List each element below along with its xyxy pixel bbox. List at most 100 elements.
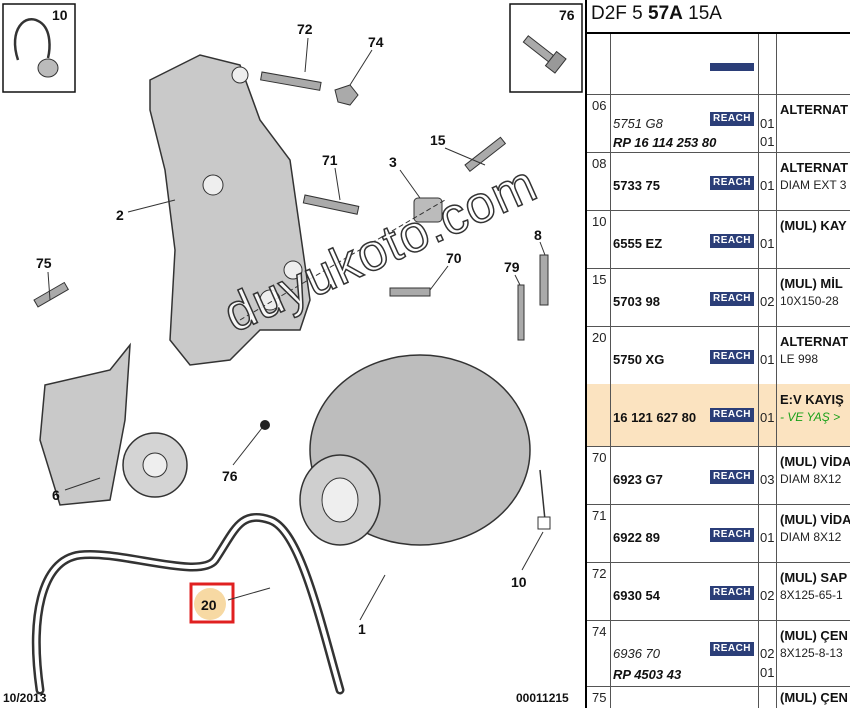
row-desc-2: 10X150-28: [780, 294, 839, 308]
callout-8: 8: [534, 227, 542, 243]
row-alt-qty: 01: [760, 134, 775, 149]
connector-10: [537, 516, 551, 530]
table-row[interactable]: 71 6922 89 REACH 01 (MUL) VİDA DIAM 8X12: [587, 504, 850, 563]
footer-date: 10/2013: [3, 691, 47, 705]
reach-badge: REACH: [710, 176, 754, 190]
table-row[interactable]: 70 6923 G7 REACH 03 (MUL) VİDA DIAM 8X12: [587, 446, 850, 505]
callout-1: 1: [358, 621, 366, 637]
bolt-15: [464, 136, 507, 173]
header-suffix: 15A: [682, 3, 722, 24]
callout-15: 15: [430, 132, 446, 148]
part-79: [517, 284, 525, 341]
row-ref: 6923 G7: [613, 472, 663, 487]
table-row[interactable]: 06 5751 G8 REACH 01 RP 16 114 253 80 01 …: [587, 94, 850, 153]
row-desc: ALTERNAT: [780, 160, 849, 175]
row-desc: (MUL) KAY: [780, 218, 847, 233]
callout-3: 3: [389, 154, 397, 170]
header-rule: [587, 32, 850, 34]
row-ref: 6936 70: [613, 646, 660, 661]
row-pos: 72: [592, 566, 607, 581]
rod-8: [539, 254, 549, 306]
row-desc: (MUL) ÇEN: [780, 628, 848, 643]
callout-10-inset: 10: [52, 7, 68, 23]
row-qty: 01: [760, 236, 775, 251]
callout-20: 20: [201, 597, 217, 613]
row-ref: 6930 54: [613, 588, 660, 603]
table-header: D2F 5 57A 15A: [591, 3, 722, 25]
row-desc: ALTERNAT: [780, 334, 849, 349]
row-desc: (MUL) MİL: [780, 276, 843, 291]
row-desc-2: LE 998: [780, 352, 819, 366]
table-row: [587, 34, 850, 95]
row-desc-2: 8X125-65-1: [780, 588, 843, 602]
row-pos: 15: [592, 272, 607, 287]
reach-badge: REACH: [710, 642, 754, 656]
row-ref: 5750 XG: [613, 352, 665, 367]
row-qty: 02: [760, 294, 775, 309]
row-desc: (MUL) SAP: [780, 570, 848, 585]
row-ref: 5703 98: [613, 294, 660, 309]
row-pos: 70: [592, 450, 607, 465]
bolt-70: [389, 287, 431, 297]
table-row[interactable]: 72 6930 54 REACH 02 (MUL) SAP 8X125-65-1: [587, 562, 850, 621]
table-row[interactable]: 74 6936 70 REACH 02 RP 4503 43 01 (MUL) …: [587, 620, 850, 687]
row-qty: 02: [760, 646, 775, 661]
row-ref: 5733 75: [613, 178, 660, 193]
row-alt-ref: RP 4503 43: [613, 667, 682, 682]
callout-6: 6: [52, 487, 60, 503]
inset-box-76: [509, 3, 583, 93]
row-ref: 6922 89: [613, 530, 660, 545]
row-pos: 08: [592, 156, 607, 171]
row-qty: 02: [760, 588, 775, 603]
row-alt-qty: 01: [760, 665, 775, 680]
callout-75: 75: [36, 255, 52, 271]
row-desc: ALTERNAT: [780, 102, 849, 117]
panel-divider: [585, 0, 587, 708]
reach-badge: REACH: [710, 112, 754, 126]
row-desc: (MUL) VİDA: [780, 454, 850, 469]
table-row-highlighted[interactable]: 16 121 627 80 REACH 01 E:V KAYIŞ - VE YA…: [587, 384, 850, 447]
row-desc: (MUL) VİDA: [780, 512, 850, 527]
callout-71: 71: [322, 152, 338, 168]
callout-70: 70: [446, 250, 462, 266]
footer-code: 00011215: [516, 691, 569, 705]
row-ref: 6555 EZ: [613, 236, 663, 251]
row-qty: 01: [760, 410, 775, 425]
callout-20-bg: [194, 588, 226, 620]
row-qty: 01: [760, 530, 775, 545]
row-pos: 20: [592, 330, 607, 345]
reach-badge: REACH: [710, 528, 754, 542]
reach-badge: REACH: [710, 292, 754, 306]
table-row[interactable]: 20 5750 XG REACH 01 ALTERNAT LE 998: [587, 326, 850, 385]
row-desc-2: - VE YAŞ >: [780, 410, 841, 424]
reach-badge: [710, 63, 754, 71]
row-desc-2: 8X125-8-13: [780, 646, 843, 660]
row-pos: 10: [592, 214, 607, 229]
header-bold: 57A: [648, 3, 683, 24]
reach-badge: REACH: [710, 350, 754, 364]
exploded-diagram: 10 76 20: [2, 3, 583, 705]
table-row[interactable]: 10 6555 EZ REACH 01 (MUL) KAY: [587, 210, 850, 269]
row-pos: 06: [592, 98, 607, 113]
table-row[interactable]: 08 5733 75 REACH 01 ALTERNAT DIAM EXT 3: [587, 152, 850, 211]
row-ref: 5751 G8: [613, 116, 663, 131]
reach-badge: REACH: [710, 470, 754, 484]
callout-79: 79: [504, 259, 520, 275]
row-desc-2: DIAM 8X12: [780, 530, 842, 544]
callout-72: 72: [297, 21, 313, 37]
nut-74: [334, 84, 359, 106]
table-row[interactable]: 15 5703 98 REACH 02 (MUL) MİL 10X150-28: [587, 268, 850, 327]
row-desc-2: DIAM 8X12: [780, 472, 842, 486]
table-row[interactable]: 75 (MUL) ÇEN: [587, 686, 850, 708]
callout-76-inset: 76: [559, 7, 575, 23]
reach-badge: REACH: [710, 586, 754, 600]
callout-74: 74: [368, 34, 384, 50]
row-desc: (MUL) ÇEN: [780, 690, 848, 705]
bolt-76-inset: [522, 35, 567, 74]
row-ref: 16 121 627 80: [613, 410, 697, 425]
diagram-canvas: 10 76 20: [2, 3, 583, 705]
reach-badge: REACH: [710, 408, 754, 422]
highlight-box: [189, 582, 235, 624]
parts-table: D2F 5 57A 15A 06 5751 G8 REACH 01 RP 16 …: [587, 0, 850, 708]
pin-76: [260, 420, 270, 430]
